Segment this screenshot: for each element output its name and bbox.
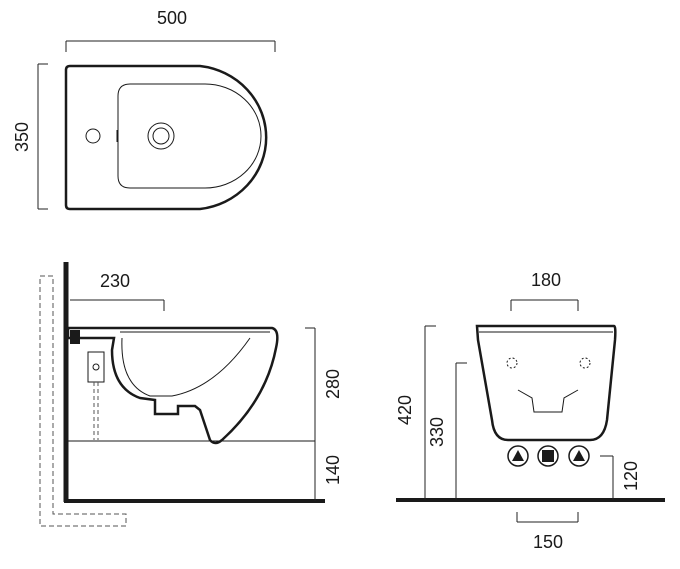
front-view-connectors [507,445,590,467]
side-projection-label: 230 [100,271,130,291]
front-view-body [475,324,617,442]
front-connection-height-dimension: 120 [600,455,641,500]
front-top-width-dimension: 180 [510,270,579,311]
side-height-dimension: 280 [305,327,343,441]
triangle-up-icon [512,450,524,461]
front-view-fixing-hole-right [579,357,591,369]
front-connection-spacing-label: 150 [533,532,563,552]
top-view-tap-hole [85,128,101,144]
side-view-connector [87,351,105,383]
top-view-bowl [117,83,262,189]
front-inlet-height-label: 330 [427,417,447,447]
top-view-outline [64,64,268,211]
side-view: 230 280 140 [39,262,343,527]
side-view-bowl-body [66,326,279,445]
side-view-bowl-inner [121,337,251,397]
front-overall-height-dimension: 420 [395,325,436,500]
front-inlet-height-dimension: 330 [427,362,467,500]
top-width-label: 500 [157,8,187,28]
side-view-mounting-frame [39,275,127,527]
top-view-drain-inner [152,127,170,145]
triangle-up-icon [573,450,585,461]
top-view-drain-outer [147,122,175,150]
top-width-dimension: 500 [65,8,276,52]
side-floor-height-label: 140 [323,455,343,485]
front-view-inner-profile [517,389,579,413]
front-top-width-label: 180 [531,270,561,290]
side-height-label: 280 [323,369,343,399]
top-view: 500 350 [12,8,276,211]
side-view-connector-hole [92,363,100,371]
side-projection-dimension: 230 [70,271,165,311]
front-view-fixing-hole-left [506,357,518,369]
front-connection-height-label: 120 [621,461,641,491]
side-floor-height-dimension: 140 [314,441,343,501]
side-view-fixing [70,330,80,344]
top-depth-dimension: 350 [12,63,48,210]
square-icon [542,450,554,462]
front-view: 180 420 330 [395,270,665,552]
front-overall-height-label: 420 [395,395,415,425]
front-connection-spacing-dimension: 150 [516,512,579,552]
top-depth-label: 350 [12,122,32,152]
